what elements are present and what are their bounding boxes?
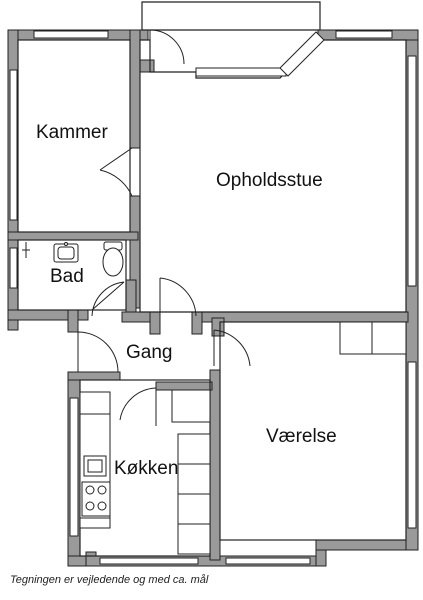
door-kammer [99,147,133,197]
door-living [159,277,197,318]
window-kitchen-left [69,397,79,537]
window-right-1 [407,55,417,287]
label-vaerelse: Værelse [266,426,337,447]
wall-gang-stub [149,311,161,335]
wall-living-bottom-a [121,311,151,323]
label-kammer: Kammer [36,122,108,143]
wall-kammer-right-upper [129,29,141,149]
door-entry [77,331,119,373]
label-opholdsstue: Opholdsstue [216,170,323,191]
wall-bottom-right [315,539,419,551]
door-kitchen [119,387,157,426]
window-bad [9,247,18,289]
doors [77,29,251,426]
windows [9,30,417,565]
room-vaerelse [219,321,407,541]
room-kammer [17,39,131,233]
stove [81,481,111,517]
wardrobe [339,321,407,355]
door-vaerelse [213,329,251,367]
kitchen-fixtures [79,389,211,555]
wall-kitchen-top-right [155,381,213,391]
wall-kammer-bad [7,231,139,241]
room-bad [17,239,127,311]
wall-vaerelse-left [209,369,221,561]
window-vaerelse-bottom [225,557,311,565]
wall-left-step [67,309,79,333]
toilet [102,241,124,277]
window-living-right [335,30,393,39]
window-kammer [33,30,109,39]
bay-window [195,31,325,77]
bathroom-fixtures [22,241,124,277]
balcony [141,1,321,31]
door-balcony [149,29,185,65]
window-kitchen-bottom [99,557,199,565]
wall-kitchen-top [67,371,121,381]
label-bad: Bad [50,266,84,287]
window-left-kammer [9,69,18,221]
plan-caption: Tegningen er vejledende og med ca. mål [10,574,209,586]
window-right-2 [407,361,417,529]
label-gang: Gang [126,342,172,363]
door-bad [91,281,125,317]
label-koekken: Køkken [114,458,178,479]
wall-gang-stub-2 [191,311,203,335]
